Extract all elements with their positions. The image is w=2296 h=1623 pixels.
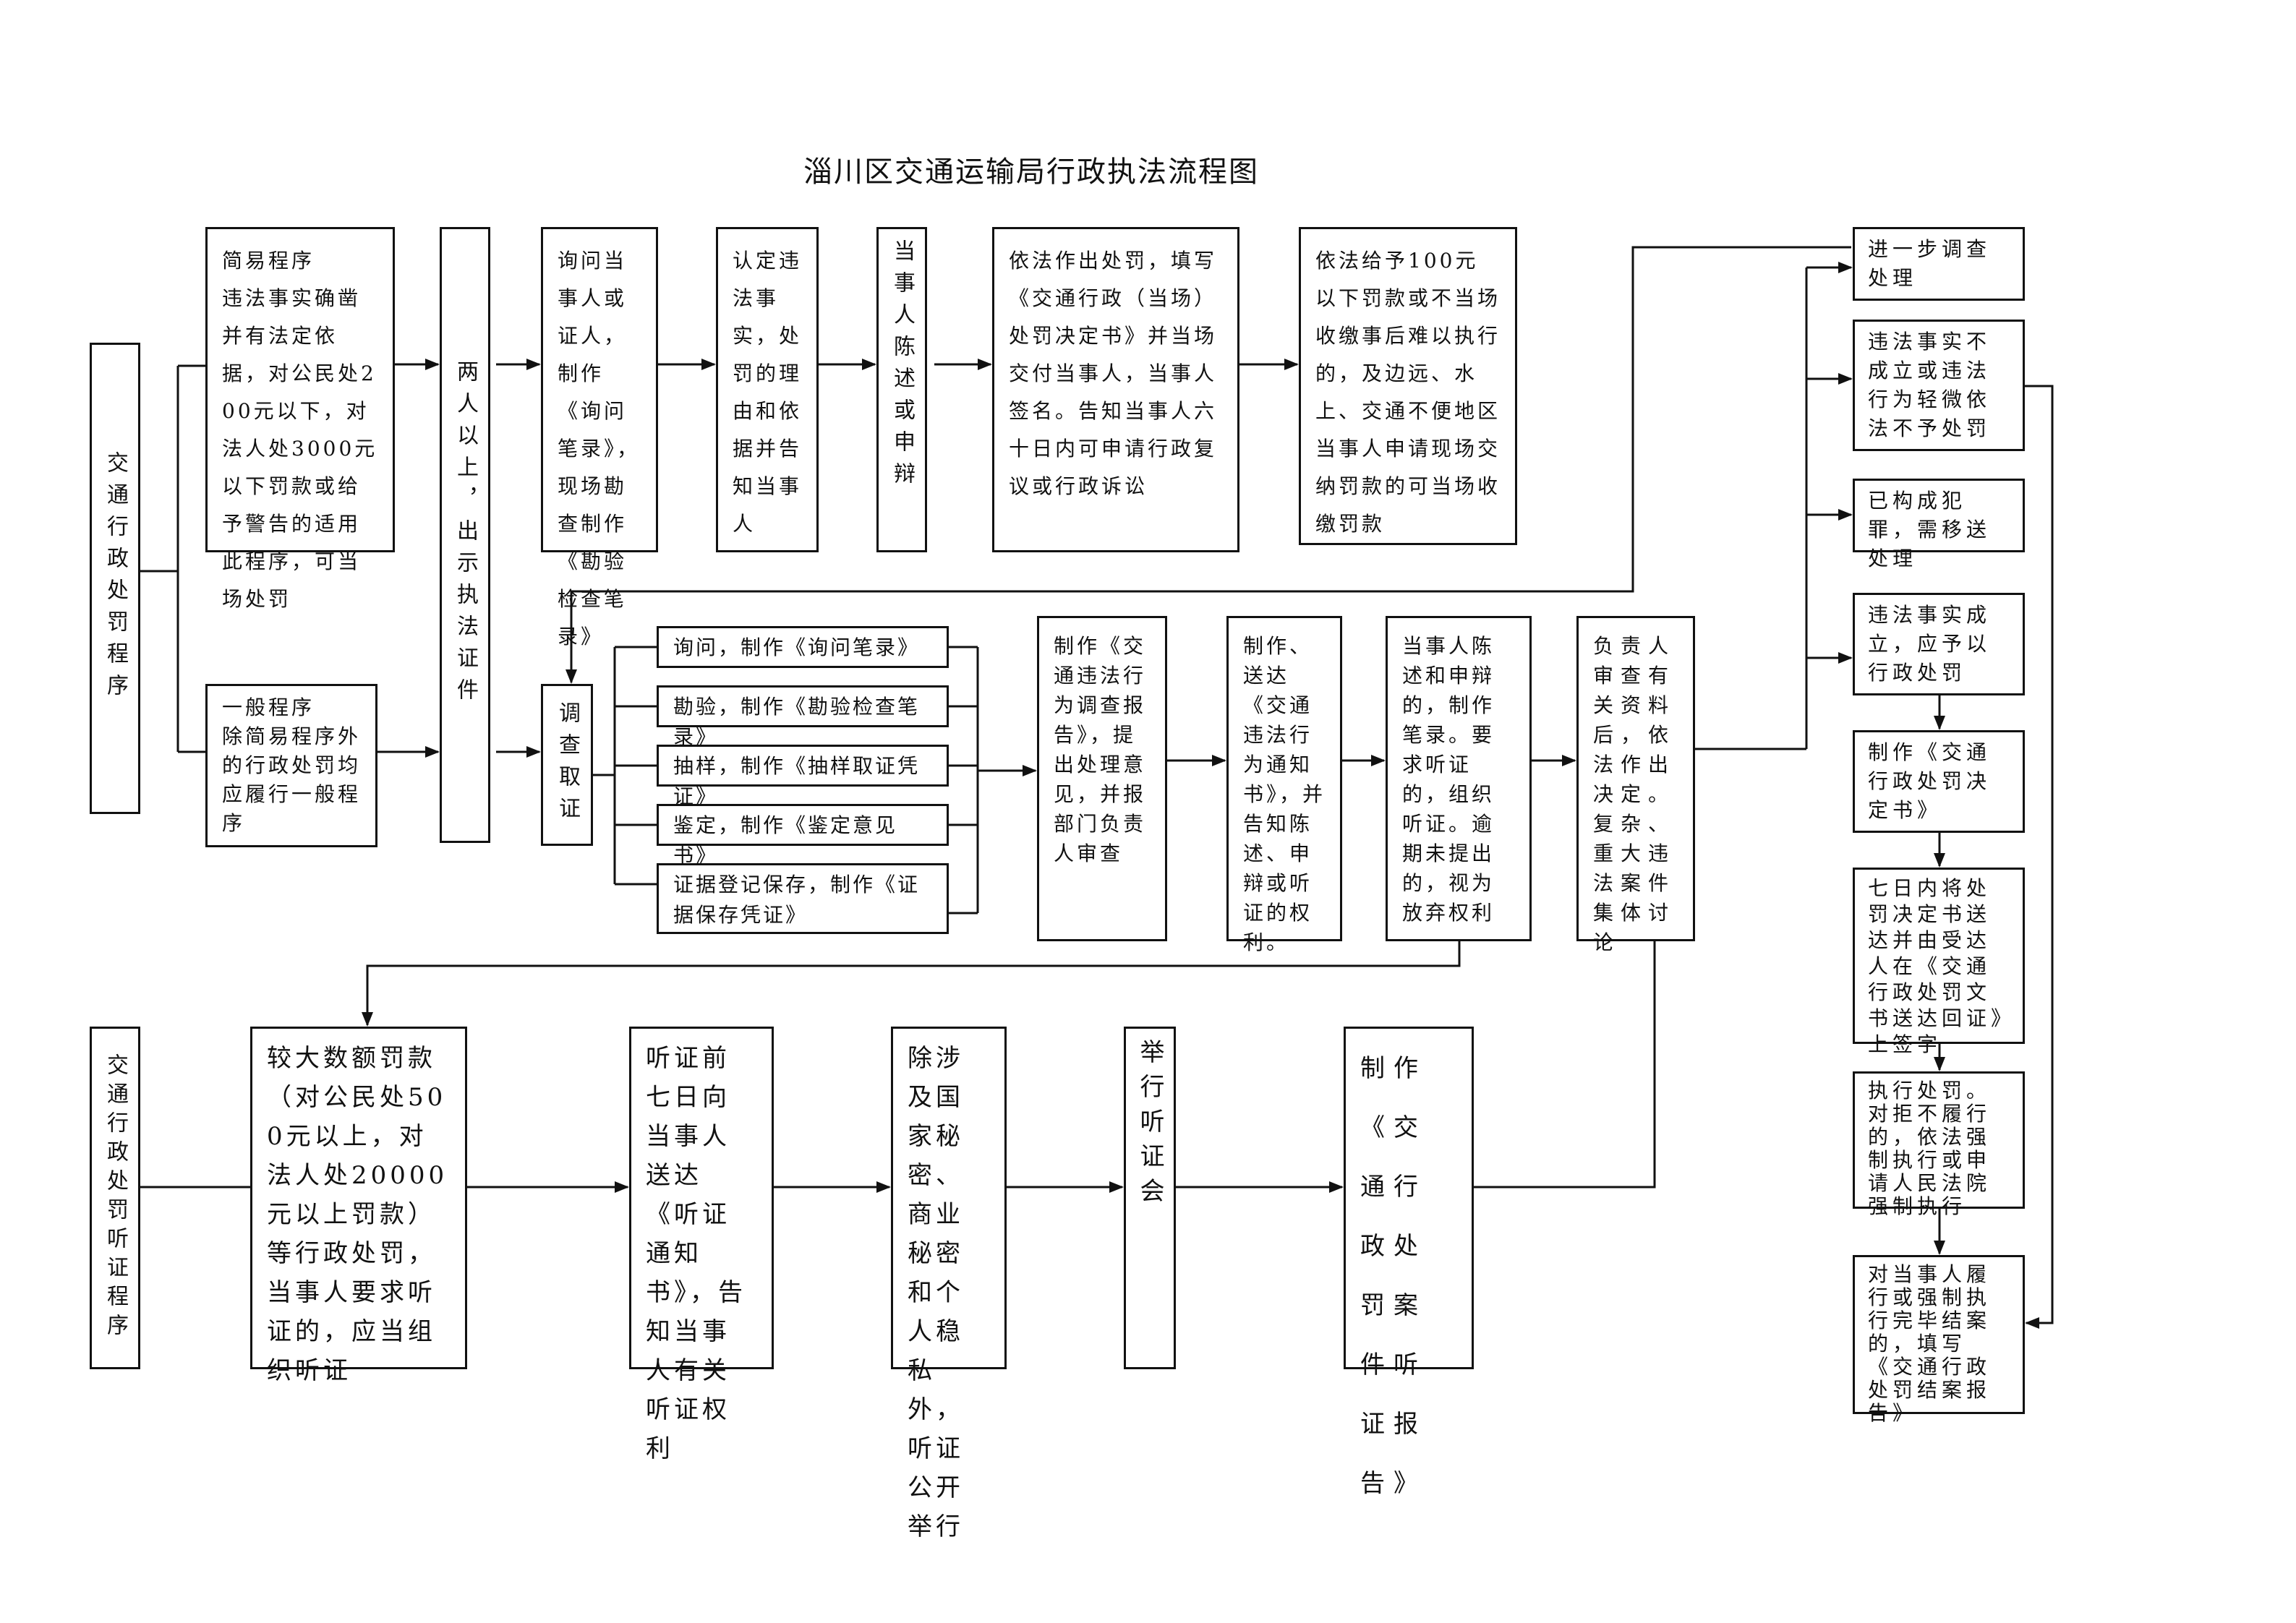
label-text: 举行听证会: [1135, 1039, 1164, 1212]
general-procedure-box: 一般程序 除简易程序外的行政处罚均应履行一般程序: [205, 684, 377, 847]
investigate-box: 调查取证: [541, 684, 593, 846]
evidence-branch-left: [593, 646, 657, 886]
onsite-decision-box: 依法作出处罚，填写《交通行政（当场）处罚决定书》并当场交付当事人，当事人签名。告…: [992, 227, 1239, 552]
label-text: 交通行政处罚听证程序: [103, 1053, 128, 1342]
hearing-report-to-review: [1474, 941, 1656, 1189]
review-out: [1695, 267, 1808, 750]
to-hearing: [362, 941, 1461, 1027]
notice-box: 制作、送达《交通违法行为通知书》，并告知陈述、申辩或听证的权利。: [1226, 616, 1342, 954]
hearing-step-notice: 听证前七日向当事人送达《听证通知书》，告知当事人有关听证权利: [629, 1027, 774, 1463]
admin-penalty-program-label: 交通行政处罚程序: [90, 343, 140, 814]
determine-box: 认定违法事实，处罚的理由和依据并告知当事人: [716, 227, 819, 552]
outcome-transfer-crime: 已构成犯罪，需移送处理: [1853, 479, 2025, 570]
inquire-box: 询问当事人或证人，制作《询问笔录》，现场勘查制作《勘验检查笔录》: [541, 227, 658, 648]
evidence-branch-right: [949, 646, 979, 915]
hearing-program-label: 交通行政处罚听证程序: [90, 1027, 140, 1369]
hearing-step-large-fine: 较大数额罚款（对公民处500元以上，对法人处20000元以上罚款）等行政处罚，当…: [250, 1027, 467, 1385]
investigation-report-box: 制作《交通违法行为调查报告》，提出处理意见，并报部门负责人审查: [1037, 616, 1167, 941]
outcome-further-investigation: 进一步调查处理: [1853, 227, 2025, 301]
evidence-step: 证据登记保存，制作《证据保存凭证》: [657, 863, 949, 934]
label-text: 当事人陈述或申辩: [889, 239, 915, 494]
case-closing-box: 对当事人履行或强制执行完毕结案的，填写《交通行政处罚结案报告》: [1853, 1255, 2025, 1425]
execution-box: 执行处罚。对拒不履行的，依法强制执行或申请人民法院强制执行: [1853, 1071, 2025, 1218]
delivery-box: 七日内将处罚决定书送达并由受达人在《交通行政处罚文书送达回证》上签字: [1853, 868, 2025, 1056]
evidence-step: 鉴定，制作《鉴定意见书》: [657, 804, 949, 868]
review-box: 负责人审查有关资料后，依法作出决定。复杂、重大违法案件集体讨论: [1576, 616, 1695, 954]
label-text: 调查取证: [555, 701, 580, 828]
simple-procedure-box: 简易程序 违法事实确凿并有法定依据，对公民处200元以下，对法人处3000元以下…: [205, 227, 395, 611]
evidence-step: 勘验，制作《勘验检查笔录》: [657, 685, 949, 749]
onsite-collection-box: 依法给予100元以下罚款或不当场收缴事后难以执行的，及边远、水上、交通不便地区当…: [1299, 227, 1517, 545]
loop-line: [566, 246, 1851, 684]
label-text: 交通行政处罚程序: [103, 451, 128, 706]
hearing-step-report: 制作《交通行政处罚案件听证报告》: [1344, 1027, 1474, 1498]
outcome-penalty: 违法事实成立，应予以行政处罚: [1853, 593, 2025, 695]
outcome-no-penalty: 违法事实不成立或违法行为轻微依法不予处罚: [1853, 320, 2025, 451]
line-program-branch: [140, 364, 205, 753]
evidence-step: 询问，制作《询问笔录》: [657, 626, 949, 668]
label-text: 两人以上，出示执法证件: [453, 360, 478, 710]
no-penalty-to-close: [2025, 385, 2054, 1329]
decision-document-box: 制作《交通行政处罚决定书》: [1853, 730, 2025, 833]
two-officers-box: 两人以上，出示执法证件: [440, 227, 490, 843]
hearing-step-public: 除涉及国家秘密、商业秘密和个人稳私外，听证公开举行: [891, 1027, 1007, 1541]
hearing-request-box: 当事人陈述和申辩的，制作笔录。要求听证的，组织听证。逾期未提出的，视为放弃权利: [1386, 616, 1532, 941]
hearing-step-hold: 举行听证会: [1124, 1027, 1176, 1369]
page-title: 淄川区交通运输局行政执法流程图: [803, 155, 1259, 189]
evidence-step: 抽样，制作《抽样取证凭证》: [657, 745, 949, 808]
statement-box: 当事人陈述或申辩: [876, 227, 927, 552]
